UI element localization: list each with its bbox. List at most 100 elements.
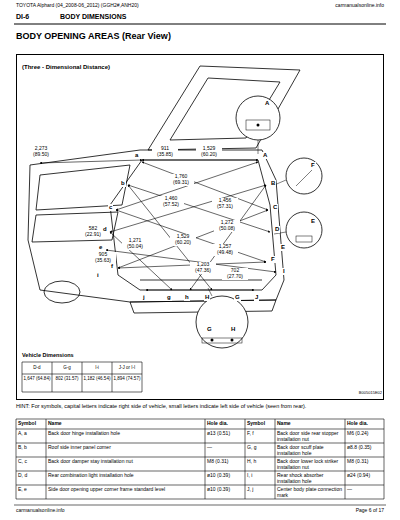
panel-detail	[296, 170, 312, 186]
table-rule	[16, 419, 384, 420]
table-rule	[22, 392, 142, 393]
table-cell: 1,647 (64.84)	[23, 376, 51, 381]
rear-wheel	[44, 281, 80, 303]
header-text: TOYOTA Alphard (04_2008-06_2012) (GGH2#,…	[16, 3, 139, 9]
leader-line	[258, 140, 259, 154]
name-cell: Roof side inner panel corner	[48, 445, 203, 451]
site-mark: carmanualsonline.info	[335, 3, 384, 9]
header-rule	[14, 24, 386, 25]
table-rule	[16, 443, 384, 444]
name-cell: Back door lower lock striker installatio…	[277, 459, 343, 471]
dimension-value: 905 (35.63)	[90, 252, 116, 264]
table-rule	[345, 419, 346, 499]
dimension-value: 1,456 (57.31)	[212, 198, 238, 210]
table-head: I-i	[83, 365, 111, 370]
table-head: J-J or I-I	[113, 365, 141, 370]
symbol-cell: F, f	[247, 431, 273, 437]
hole-mark	[211, 339, 214, 342]
hinge-detail	[246, 120, 270, 130]
callout-letter: j	[142, 294, 146, 301]
hole-cell: ø10 (0.39)	[207, 487, 243, 493]
figure-code: B005015E02	[359, 391, 382, 396]
symbol-cell: I, i	[247, 473, 273, 479]
hole-cell: M6 (0.24)	[347, 431, 382, 437]
hole-cell: —	[207, 445, 243, 451]
hole-cell: ø24 (0.94)	[347, 473, 382, 479]
symbol-cell: E, e	[18, 487, 44, 493]
frame-heading: (Three - Dimensional Distance)	[17, 60, 115, 74]
callout-letter: f	[110, 263, 114, 270]
callout-letter: E	[280, 244, 286, 251]
table-head: D-d	[23, 365, 51, 370]
side-window	[32, 212, 118, 242]
table-rule	[22, 374, 142, 375]
name-cell: Rear combination light installation hole	[48, 473, 203, 479]
scuff-plate-detail	[202, 338, 242, 343]
page-title: BODY OPENING AREAS (Rear View)	[16, 31, 171, 41]
name-cell: Back door damper stay installation nut	[48, 459, 203, 465]
name-cell: Back door hinge installation hole	[48, 431, 203, 437]
van-body	[28, 150, 284, 302]
site-mark: carmanualsonline.info	[16, 508, 65, 514]
table-rule	[46, 419, 47, 499]
symbol-cell: C, c	[18, 459, 44, 465]
section-title: BODY DIMENSIONS	[60, 13, 126, 21]
symbol-cell: B, b	[18, 445, 44, 451]
dimension-value: 702 (27.70)	[222, 268, 248, 280]
figure-frame: (Three - Dimensional Distance)	[16, 54, 384, 400]
callout-letter: e	[98, 244, 103, 251]
table-rule	[112, 362, 113, 392]
table-cell: 1,182 (46.54)	[83, 376, 111, 381]
callout-letter: g	[166, 294, 172, 301]
hint-note: HINT: For symbols, capital letters indic…	[16, 403, 384, 409]
dimension-line	[110, 232, 172, 290]
table-head: Hole dia.	[347, 421, 382, 427]
table-head: G-g	[53, 365, 81, 370]
hole-cell: M8 (0.31)	[347, 459, 382, 465]
table-cell: 1,894 (74.57)	[113, 376, 141, 381]
detail-letter: A	[264, 100, 270, 107]
symbol-cell: D, d	[18, 473, 44, 479]
detail-letter: H	[230, 326, 236, 333]
table-cell: 802 (31.57)	[53, 376, 81, 381]
table-rule	[16, 429, 384, 430]
page-number: Page 6 of 17	[356, 508, 384, 514]
table-head: Symbol	[247, 421, 273, 427]
dimension-value: 1,760 (69.31)	[168, 174, 194, 186]
dimension-value: 1,529 (60.20)	[196, 146, 222, 158]
name-cell: Back door scuff plate installation hole	[277, 445, 343, 457]
section-code: DI-6	[16, 13, 29, 21]
table-head: Name	[48, 421, 203, 427]
hole-cell: M8 (0.31)	[207, 459, 243, 465]
callout-letter: C	[272, 204, 278, 211]
symbol-cell: G, g	[247, 445, 273, 451]
table-rule	[142, 362, 143, 392]
detail-letter: F	[310, 162, 316, 169]
back-door	[148, 66, 300, 150]
table-rule	[16, 499, 384, 500]
callout-letter: c	[108, 204, 113, 211]
callout-letter: A	[262, 152, 268, 159]
dimension-value: 1,271 (50.04)	[122, 238, 148, 250]
name-cell: Center body plate connection mark	[277, 487, 343, 499]
hole-mark	[231, 339, 234, 342]
symbol-cell: A, a	[18, 431, 44, 437]
callout-letter: G	[234, 294, 241, 301]
table-head: Symbol	[18, 421, 44, 427]
table-head: Name	[277, 421, 343, 427]
callout-letter: d	[102, 226, 108, 233]
callout-letter: H	[204, 294, 210, 301]
table-rule	[16, 471, 384, 472]
dimension-line	[118, 210, 268, 268]
table-rule	[275, 419, 276, 499]
symbol-cell: H, h	[247, 459, 273, 465]
table-rule	[16, 485, 384, 486]
detail-circle	[286, 158, 322, 194]
dimension-value: 1,460 (57.52)	[158, 196, 184, 208]
detail-letter: E	[310, 218, 316, 225]
hole-cell: ø10 (0.39)	[207, 473, 243, 479]
dimension-value: 911 (35.85)	[152, 146, 178, 158]
table-rule	[22, 362, 142, 363]
name-cell: Side door opening upper corner frame sta…	[48, 487, 203, 493]
